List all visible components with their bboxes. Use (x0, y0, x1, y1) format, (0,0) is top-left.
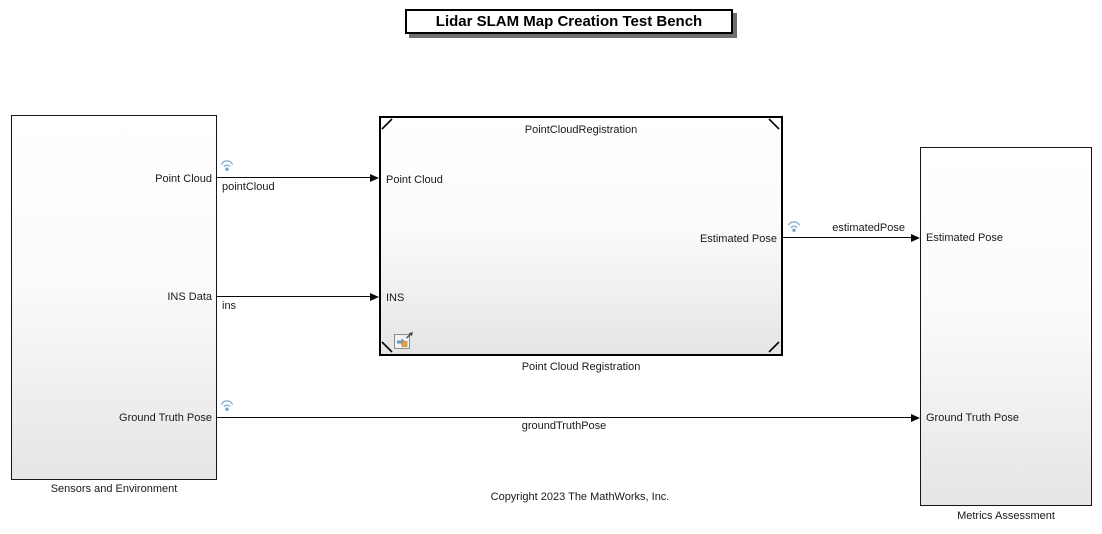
input-port-estimated-pose: Estimated Pose (926, 232, 1004, 244)
corner-notch-top-left-icon (381, 118, 393, 130)
signal-label-ins[interactable]: ins (222, 300, 237, 312)
signal-line-point-cloud[interactable] (217, 177, 371, 179)
signal-label-estimated-pose[interactable]: estimatedPose (832, 222, 905, 234)
output-port-estimated-pose: Estimated Pose (699, 233, 777, 245)
signal-label-point-cloud[interactable]: pointCloud (222, 181, 275, 193)
arrowhead-ground-truth-pose-icon (911, 413, 920, 422)
block-point-cloud-registration[interactable]: PointCloudRegistration Point Cloud INS E… (379, 116, 783, 356)
signal-line-ins[interactable] (217, 296, 371, 298)
signal-logging-badge-point-cloud-icon[interactable] (219, 158, 235, 172)
block-metrics-assessment[interactable]: Estimated Pose Ground Truth Pose (920, 147, 1092, 506)
input-port-ground-truth-pose: Ground Truth Pose (926, 412, 1019, 424)
corner-notch-top-right-icon (768, 118, 780, 130)
arrowhead-estimated-pose-icon (911, 233, 920, 242)
output-port-ins-data: INS Data (167, 291, 212, 303)
input-port-ins: INS (386, 292, 405, 304)
corner-notch-bottom-right-icon (768, 341, 780, 353)
output-port-point-cloud: Point Cloud (155, 173, 212, 185)
signal-line-estimated-pose[interactable] (783, 237, 911, 239)
model-reference-badge-icon[interactable] (394, 332, 415, 350)
model-title-annotation: Lidar SLAM Map Creation Test Bench (405, 9, 733, 34)
signal-label-ground-truth-pose[interactable]: groundTruthPose (521, 420, 607, 432)
block-name-point-cloud-registration[interactable]: Point Cloud Registration (521, 361, 641, 373)
signal-line-ground-truth-pose[interactable] (217, 417, 911, 419)
input-port-point-cloud: Point Cloud (386, 174, 443, 186)
block-name-metrics-assessment[interactable]: Metrics Assessment (957, 510, 1055, 522)
signal-logging-badge-ground-truth-pose-icon[interactable] (219, 398, 235, 412)
arrowhead-point-cloud-icon (370, 173, 379, 182)
corner-notch-bottom-left-icon (381, 341, 393, 353)
signal-logging-badge-estimated-pose-icon[interactable] (786, 219, 802, 233)
arrowhead-ins-icon (370, 292, 379, 301)
copyright-annotation: Copyright 2023 The MathWorks, Inc. (490, 491, 670, 503)
block-name-sensors-and-environment[interactable]: Sensors and Environment (50, 483, 178, 495)
output-port-ground-truth-pose: Ground Truth Pose (119, 412, 212, 424)
model-reference-header: PointCloudRegistration (524, 124, 638, 136)
block-sensors-and-environment[interactable]: Point Cloud INS Data Ground Truth Pose (11, 115, 217, 480)
model-title-text: Lidar SLAM Map Creation Test Bench (435, 13, 703, 30)
